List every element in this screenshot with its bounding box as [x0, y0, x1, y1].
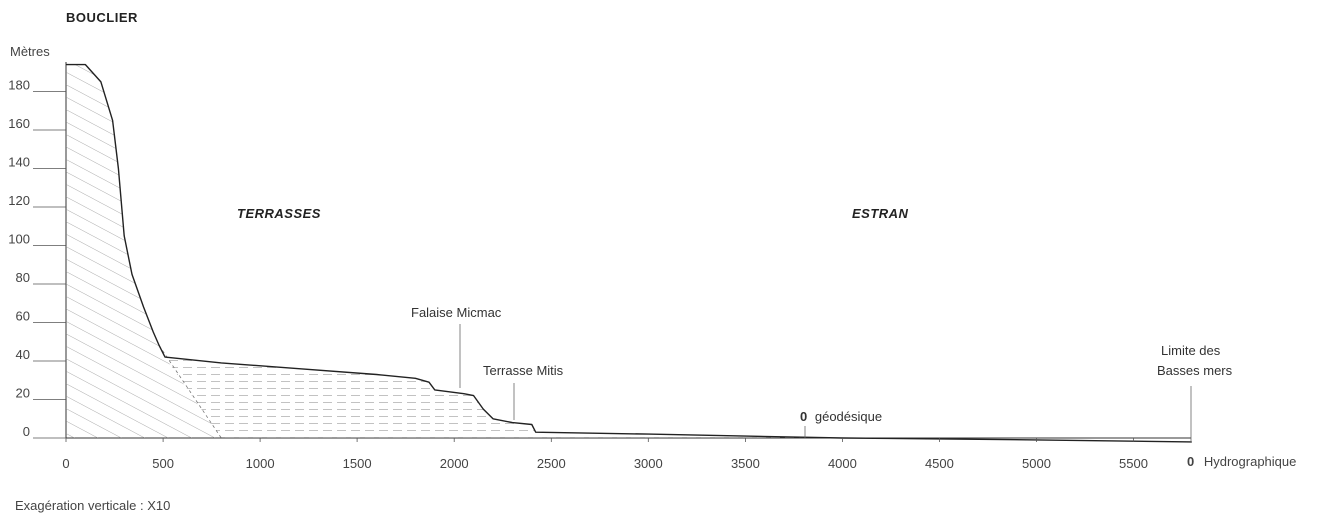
bouclier-bedrock-fill [66, 64, 222, 438]
terrasses-label: TERRASSES [237, 206, 321, 221]
y-tick-label: 180 [8, 78, 30, 93]
y-tick-label: 20 [16, 386, 30, 401]
y-axis-title: Mètres [10, 44, 50, 59]
y-tick-label: 80 [16, 270, 30, 285]
y-tick-label: 100 [8, 232, 30, 247]
x-axis-ticks: 0 500 1000 1500 2000 2500 3000 3500 4000 4500 5000… [62, 438, 1148, 471]
profile-outline [66, 63, 1192, 443]
limite-label-line2: Basses mers [1157, 363, 1233, 378]
x-tick-label: 2000 [440, 456, 469, 471]
profile-fills [66, 64, 1192, 442]
geodesique-text: géodésique [814, 409, 883, 424]
geodesique-zero-label: 0 géodésique [800, 408, 882, 426]
limite-label-line1: Limite des [1161, 343, 1221, 358]
profile-line [66, 63, 1192, 443]
x-tick-label: 2500 [537, 456, 566, 471]
y-tick-label: 160 [8, 116, 30, 131]
hydro-zero: 0 [1187, 454, 1195, 469]
x-tick-label: 1500 [343, 456, 372, 471]
bouclier-heading: BOUCLIER [66, 10, 138, 25]
x-tick-label: 3500 [731, 456, 760, 471]
y-tick-label: 60 [16, 309, 30, 324]
y-axis-ticks: 0 20 40 60 80 100 120 140 160 180 [8, 78, 66, 439]
x-tick-label: 500 [152, 456, 174, 471]
x-tick-label: 5500 [1119, 456, 1148, 471]
hydro-text: Hydrographique [1203, 454, 1297, 469]
terrasse-mitis-label: Terrasse Mitis [483, 363, 564, 378]
falaise-micmac-label: Falaise Micmac [411, 305, 502, 320]
x-tick-label: 4000 [828, 456, 857, 471]
y-tick-label: 140 [8, 155, 30, 170]
x-tick-label: 0 [62, 456, 69, 471]
terrasses-sediment-fill [165, 357, 536, 438]
hydrographique-zero-label: 0 Hydrographique [1187, 454, 1296, 469]
y-tick-label: 120 [8, 193, 30, 208]
y-tick-label: 40 [16, 347, 30, 362]
geodesique-zero: 0 [800, 409, 808, 424]
vertical-exaggeration-note: Exagération verticale : X10 [15, 498, 171, 513]
x-tick-label: 3000 [634, 456, 663, 471]
x-tick-label: 5000 [1022, 456, 1051, 471]
estran-fill [535, 432, 1192, 442]
y-tick-label: 0 [23, 424, 30, 439]
x-tick-label: 1000 [246, 456, 275, 471]
estran-label: ESTRAN [852, 206, 909, 221]
x-tick-label: 4500 [925, 456, 954, 471]
bedrock-contact-line [158, 345, 222, 439]
